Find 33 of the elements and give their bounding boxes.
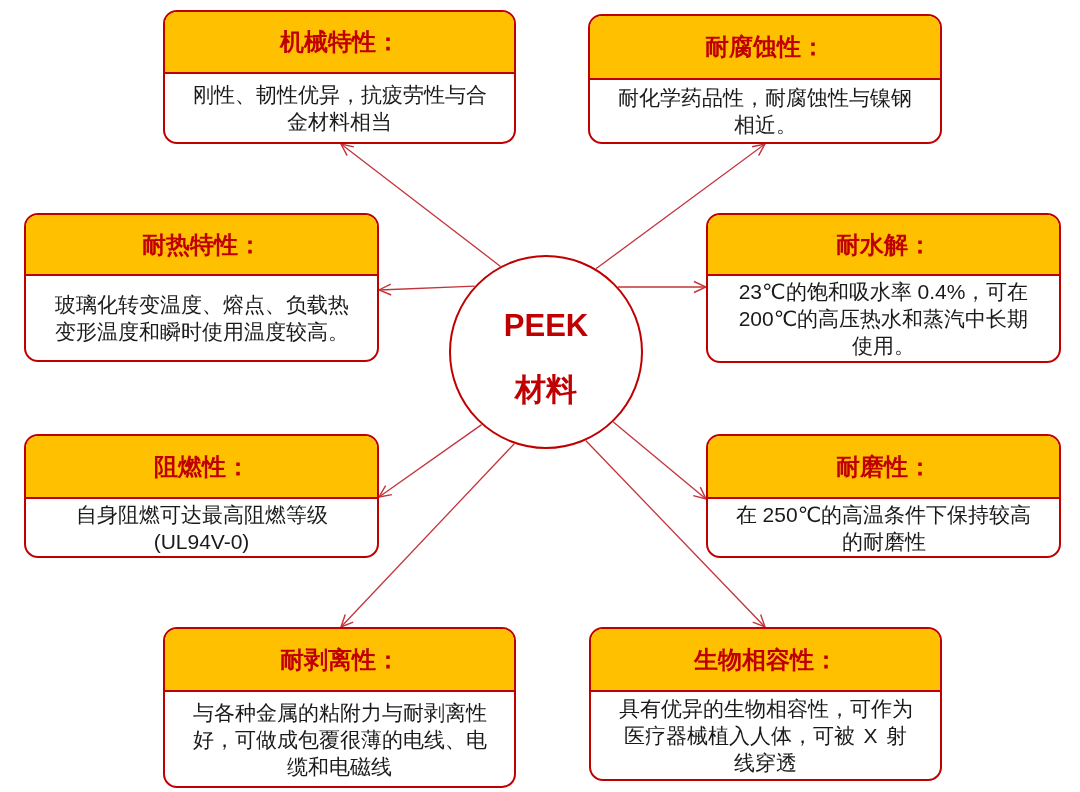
description-text: 耐化学药品性，耐腐蚀性与镍钢相近。 — [617, 85, 913, 138]
arrow — [340, 143, 502, 268]
arrow — [585, 439, 766, 628]
card-heading: 阻燃性： — [26, 436, 377, 499]
property-card — [706, 434, 1061, 558]
arrow — [340, 443, 515, 628]
property-card — [163, 10, 516, 144]
description-text: 与各种金属的粘附力与耐剥离性好，可做成包覆很薄的电线、电缆和电磁线 — [191, 699, 488, 780]
description-text: 自身阻燃可达最高阻燃等级(UL94V-0) — [74, 501, 329, 555]
arrow — [378, 283, 476, 296]
arrow — [378, 423, 483, 498]
property-card — [588, 14, 942, 144]
card-heading: 生物相容性： — [591, 629, 940, 692]
description-text: 玻璃化转变温度、熔点、负载热变形温度和瞬时使用温度较高。 — [53, 292, 350, 345]
card-heading: 耐水解： — [708, 215, 1059, 276]
property-card — [24, 213, 379, 362]
description-text: 刚性、韧性优异，抗疲劳性与合金材料相当 — [191, 82, 488, 135]
center-circle: PEEK 材料 — [449, 255, 643, 449]
arrow — [612, 421, 707, 500]
property-card — [589, 627, 942, 781]
property-card — [163, 627, 516, 788]
card-heading: 耐剥离性： — [165, 629, 514, 692]
arrow — [595, 143, 766, 270]
description-text: 在 250℃的高温条件下保持较高的耐磨性 — [734, 501, 1033, 555]
card-heading: 耐热特性： — [26, 215, 377, 276]
property-card — [706, 213, 1061, 363]
card-heading: 耐磨性： — [708, 436, 1059, 499]
arrow — [617, 280, 707, 294]
property-card — [24, 434, 379, 558]
description-text: 具有优异的生物相容性，可作为医疗器械植入人体，可被 X 射线穿透 — [617, 696, 914, 776]
description-text: 23℃的饱和吸水率 0.4%，可在200℃的高压热水和蒸汽中长期使用。 — [737, 279, 1030, 359]
card-heading: 机械特性： — [165, 12, 514, 74]
card-heading: 耐腐蚀性： — [590, 16, 940, 80]
